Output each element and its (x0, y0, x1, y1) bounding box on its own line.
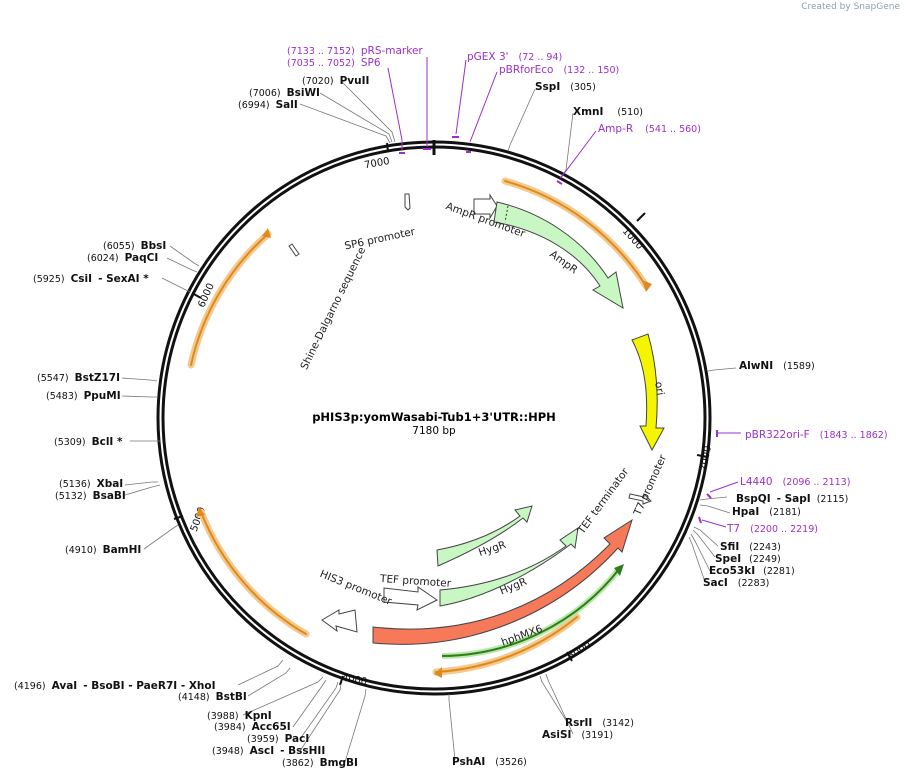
site-saci: SacI(2283) (703, 577, 769, 589)
site-csii: (5925)CsiI- SexAI * (33, 273, 149, 285)
ori-arrow (631, 333, 665, 452)
orf-arrowhead-4 (434, 667, 442, 678)
ampr-promoter-arrow (473, 193, 498, 220)
cds-arrowhead (614, 564, 624, 576)
t7-promoter-arrow (628, 492, 652, 505)
site-bbsi: (6055)BbsI (103, 240, 166, 252)
tick-label-1000: 1000 (620, 226, 645, 252)
primer-prs-marker: (7133 .. 7152)pRS-marker (287, 45, 423, 57)
primer-pbrforeco: pBRforEco(132 .. 150) (499, 64, 619, 76)
primer-marks (399, 136, 718, 524)
orf-arrowhead-1 (642, 280, 652, 292)
cds-arc (441, 567, 621, 657)
site-bmgbi: (3862)BmgBI (282, 757, 358, 769)
site-bsabi: (5132)BsaBI (55, 490, 126, 502)
feature-label-tef-promoter: TEF promoter (379, 573, 452, 590)
tef-promoter-arrow (383, 586, 438, 611)
tick-label-4000: 4000 (341, 673, 368, 688)
site-pshai: PshAI(3526) (452, 756, 527, 768)
hygr-lower-arrow (439, 526, 579, 607)
primer-amp-r: Amp-R(541 .. 560) (598, 123, 701, 135)
site-xmni: XmnI(510) (573, 106, 643, 118)
site-sspi: SspI(305) (535, 81, 596, 93)
site-avai: (4196)AvaI- BsoBI - PaeR7I - XhoI (14, 680, 216, 692)
orf-arrowhead-3 (196, 507, 205, 517)
tick-label-2000: 2000 (698, 445, 714, 472)
restriction-sites: (7020)PvuII (7006)BsiWI (6994)SalI SspI(… (14, 75, 848, 769)
site-sfii: SfiI(2243) (720, 541, 781, 553)
tick-marks (173, 142, 709, 686)
site-bstbi: (4148)BstBI (178, 691, 247, 703)
site-bstz17i: (5547)BstZ17I (37, 372, 120, 384)
site-bsiwi: (7006)BsiWI (249, 87, 320, 99)
sp6-promoter-arrow (404, 193, 411, 211)
site-pvuii: (7020)PvuII (302, 75, 369, 87)
feature-label-sp6-promoter: SP6 promoter (343, 226, 416, 253)
primer-pgex3: pGEX 3'(72 .. 94) (467, 51, 562, 63)
site-paqci: (6024)PaqCI (87, 252, 158, 264)
orf-arrowhead-2 (262, 228, 271, 238)
feature-label-t7-promoter: T7 promoter (631, 452, 669, 518)
site-bamhi: (4910)BamHI (65, 544, 141, 556)
primer-labels: (7133 .. 7152)pRS-marker (7035 .. 7052)S… (287, 45, 888, 535)
primer-leader-lines (387, 57, 741, 528)
site-kpni: (3988)KpnI (207, 710, 272, 722)
site-asisi: AsiSI(3191) (542, 729, 613, 741)
site-eco53ki: Eco53kI(2281) (709, 565, 795, 577)
snapgene-logo: SnapGene (853, 2, 900, 12)
feature-label-shine-dalgarno: Shine-Dalgarno sequence (298, 245, 368, 371)
shine-dalgarno-mark (288, 243, 300, 257)
site-alwni: AlwNI(1589) (739, 360, 815, 372)
site-ppumi: (5483)PpuMI (46, 390, 121, 402)
site-spei: SpeI(2249) (715, 553, 781, 565)
plasmid-length: 7180 bp (412, 425, 456, 437)
primer-pbr322ori-f: pBR322ori-F(1843 .. 1862) (745, 429, 888, 441)
site-bcli: (5309)BclI * (54, 436, 123, 448)
ampr-arrow (493, 201, 624, 310)
hphmx6-arrow (372, 518, 633, 645)
primer-t7: T7(2200 .. 2219) (726, 523, 818, 535)
primer-l4440: L4440(2096 .. 2113) (740, 476, 850, 488)
orf-arcs (187, 177, 650, 676)
feature-label-ori: ori (652, 381, 666, 397)
hygr-upper-arrow (436, 505, 533, 567)
brand-prefix: Created by (801, 2, 851, 12)
his3-promoter-arrow (321, 609, 358, 633)
site-hpai: HpaI(2181) (732, 506, 801, 518)
brand-credit: Created by SnapGene (801, 2, 900, 12)
plasmid-name: pHIS3p:yomWasabi-Tub1+3'UTR::HPH (312, 410, 556, 424)
tick-label-3000: 3000 (566, 639, 593, 662)
site-paci: (3959)PacI (247, 733, 309, 745)
site-sali: (6994)SalI (238, 99, 298, 111)
site-asci: (3948)AscI- BssHII (212, 745, 325, 757)
site-bspqi: BspQI- SapI(2115) (736, 493, 848, 505)
site-rsrii: RsrII(3142) (565, 717, 634, 729)
site-acc65i: (3984)Acc65I (214, 721, 291, 733)
tick-label-7000: 7000 (364, 156, 391, 171)
site-leader-lines (121, 80, 737, 763)
primer-sp6: (7035 .. 7052)SP6 (287, 57, 381, 69)
site-xbai: (5136)XbaI (59, 478, 123, 490)
ampr-junction (504, 205, 509, 223)
